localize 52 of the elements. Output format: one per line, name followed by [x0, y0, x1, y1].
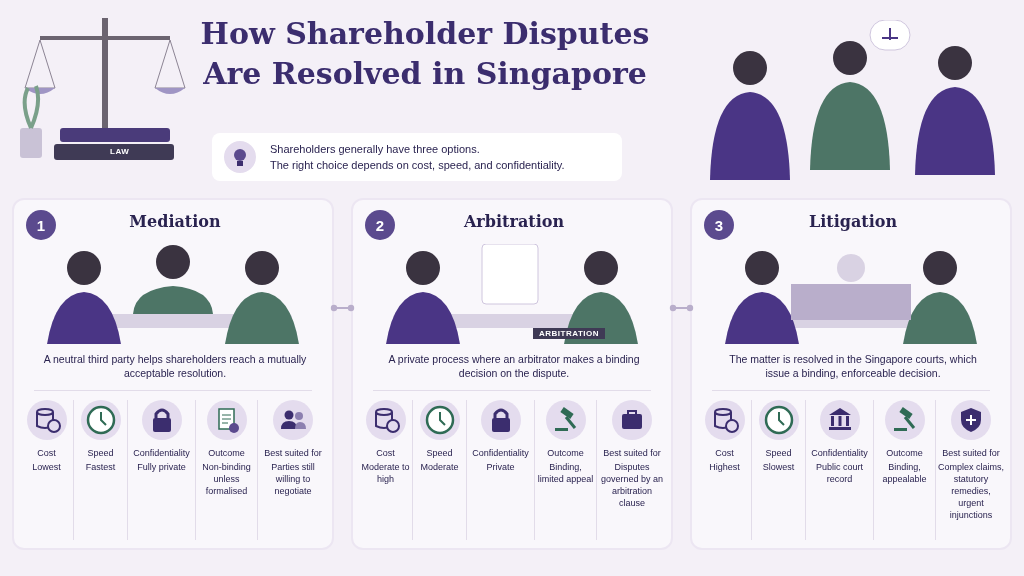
attribute-value: Fully private	[136, 461, 187, 473]
attribute-name: Cost	[714, 448, 735, 458]
attribute-name: Confidentiality	[810, 448, 869, 458]
panel-heading: Arbitration	[462, 212, 566, 231]
attribute-value: Highest	[708, 461, 741, 473]
attribute-name: Best suited for	[941, 448, 1001, 458]
connector	[669, 304, 694, 312]
attribute-value: Binding, appealable	[881, 461, 928, 485]
panel-description: A neutral third party helps shareholders reach a mutually acceptable resolution.	[42, 352, 308, 380]
attribute-value: Private	[485, 461, 516, 473]
panel-heading: Mediation	[128, 212, 222, 231]
title: How Shareholder Disputes Are Resolved in Singapore	[199, 15, 651, 93]
attribute-value: Moderate to high	[360, 461, 411, 485]
attribute-name: Outcome	[207, 448, 246, 458]
attribute-name: Speed	[86, 448, 115, 458]
attribute-column	[535, 400, 597, 540]
attribute-name: Outcome	[885, 448, 924, 458]
number-badge: 1	[26, 210, 56, 240]
note-card	[212, 133, 622, 181]
attribute-value: Disputes governed by an arbitration clause	[599, 461, 664, 509]
attribute-value: Moderate	[419, 461, 460, 473]
attribute-name: Speed	[764, 448, 793, 458]
intro-text: The right choice depends on cost, speed, and confidentiality.	[270, 159, 565, 171]
option-panel	[12, 198, 334, 550]
attribute-name: Best suited for	[602, 448, 662, 458]
attribute-name: Confidentiality	[132, 448, 191, 458]
attribute-name: Outcome	[546, 448, 585, 458]
connector	[330, 304, 355, 312]
attribute-name: Best suited for	[263, 448, 323, 458]
number-badge: 3	[704, 210, 734, 240]
panel-description: A private process where an arbitrator makes a binding decision on the dispute.	[387, 352, 641, 380]
attribute-value: Lowest	[31, 461, 62, 473]
panel-heading: Litigation	[807, 212, 899, 231]
attribute-name: Cost	[375, 448, 396, 458]
attribute-column	[359, 400, 413, 540]
intro-text: Shareholders generally have three options.	[270, 143, 480, 155]
attribute-name: Confidentiality	[471, 448, 530, 458]
panel-description: The matter is resolved in the Singapore courts, which issue a binding, enforceable decision.	[728, 352, 978, 380]
attribute-value: Parties still willing to negotiate	[270, 461, 316, 497]
attribute-name: Speed	[425, 448, 454, 458]
attribute-value: Binding, limited appeal	[536, 461, 595, 485]
book-label: ARBITRATION	[533, 328, 605, 339]
attribute-value: Non-binding unless formalised	[201, 461, 252, 497]
number-badge: 2	[365, 210, 395, 240]
attribute-value: Public court record	[815, 461, 864, 485]
attribute-value: Fastest	[84, 461, 117, 473]
option-panel	[351, 198, 673, 550]
attribute-value: Slowest	[761, 461, 796, 473]
attribute-name: Cost	[36, 448, 57, 458]
option-panel	[690, 198, 1012, 550]
attribute-value: Complex claims, statutory remedies, urgent injunctions	[937, 461, 1005, 521]
book-label: LAW	[110, 147, 130, 156]
